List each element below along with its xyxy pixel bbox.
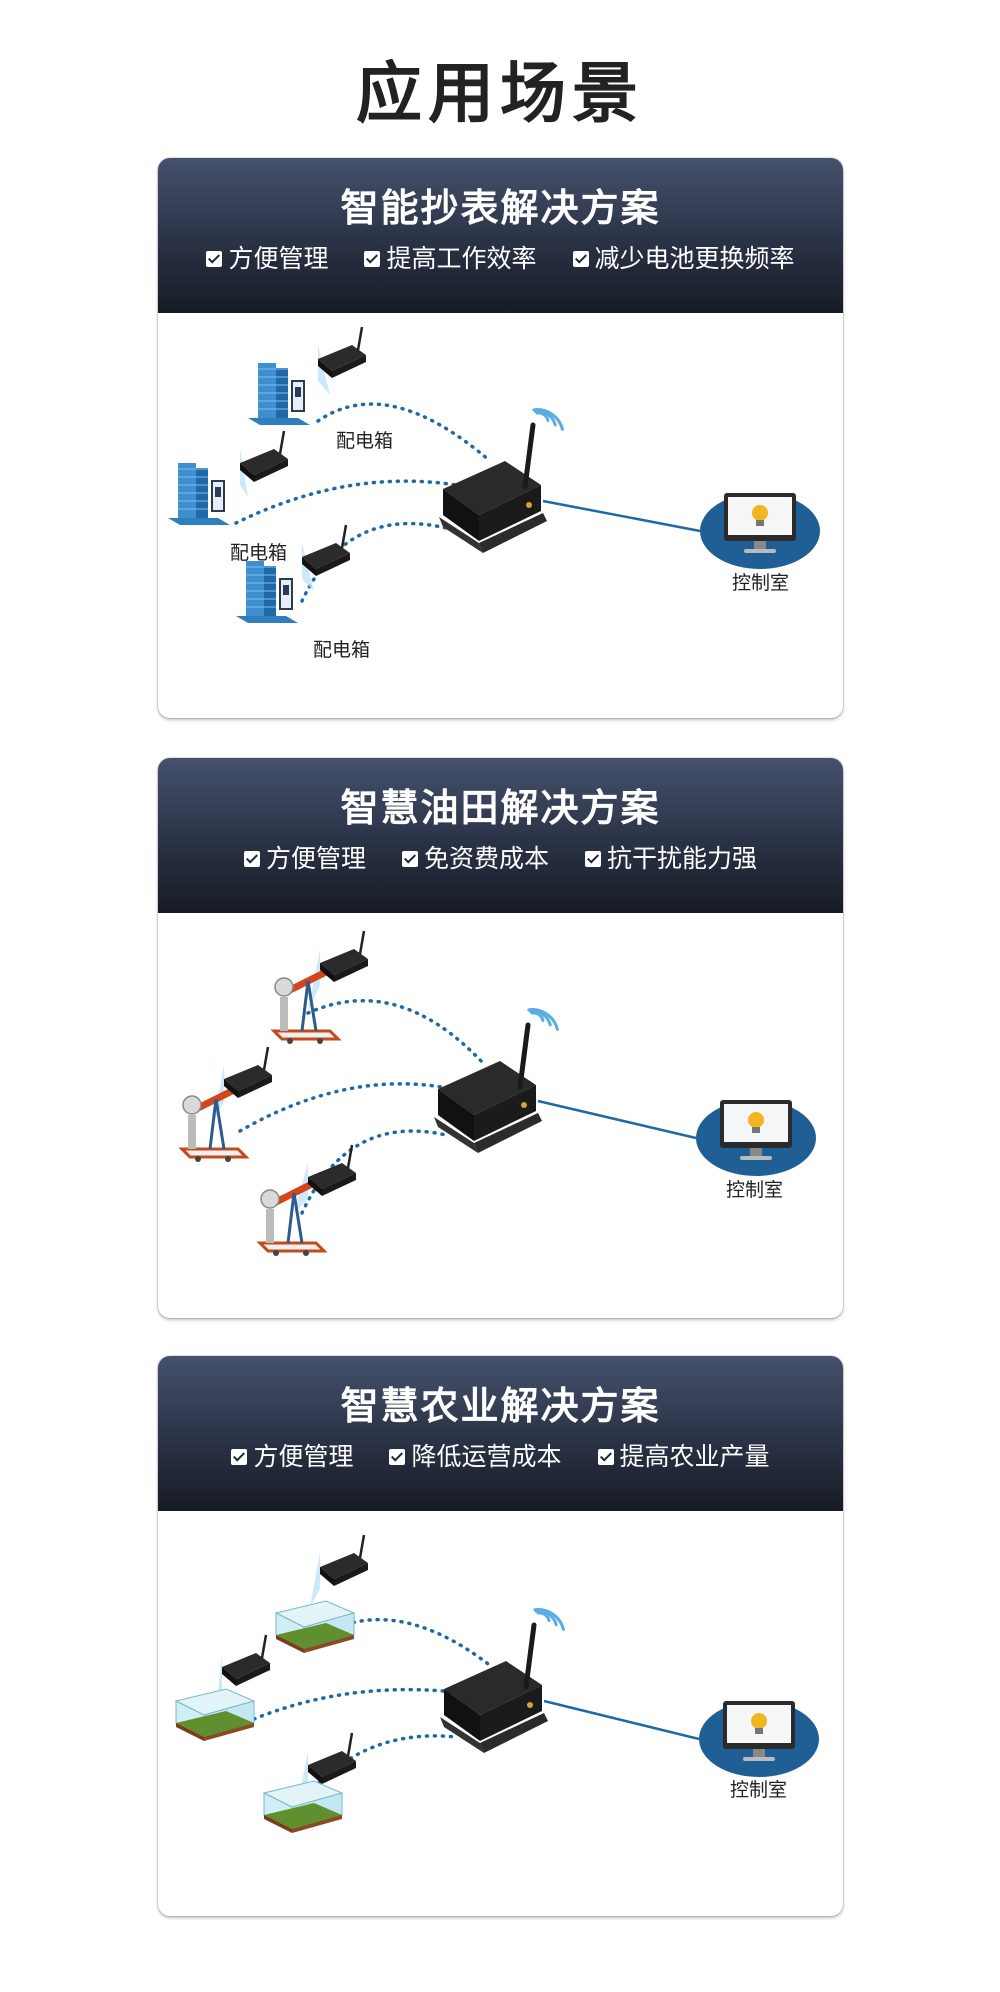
feature-item: 提高工作效率 — [364, 244, 537, 274]
radio-module-icon — [240, 430, 288, 482]
solution-card-meter-reading: 智能抄表解决方案 方便管理 提高工作效率 减少电池更换频率 配电箱 配电箱 配电… — [158, 158, 843, 718]
feature-label: 提高工作效率 — [386, 244, 537, 273]
radio-module-icon — [320, 930, 368, 982]
link-path — [300, 521, 452, 603]
check-icon — [364, 251, 381, 267]
radio-module-icon — [318, 326, 366, 378]
signal-beam — [310, 1553, 320, 1607]
feature-list: 方便管理 免资费成本 抗干扰能力强 — [158, 844, 843, 874]
link-path — [252, 1687, 480, 1721]
feature-label: 抗干扰能力强 — [607, 844, 758, 873]
feature-label: 免资费成本 — [423, 844, 549, 873]
monitor-icon — [724, 493, 796, 553]
solution-card-agriculture: 智慧农业解决方案 方便管理 降低运营成本 提高农业产量 控制室 — [158, 1356, 843, 1916]
control-room-label: 控制室 — [726, 1179, 784, 1201]
feature-label: 方便管理 — [228, 244, 329, 273]
feature-list: 方便管理 降低运营成本 提高农业产量 — [158, 1442, 843, 1472]
building-icon — [236, 561, 298, 623]
meter-box-icon — [211, 480, 225, 512]
control-room-icon — [700, 493, 820, 569]
card-title: 智慧农业解决方案 — [340, 1384, 661, 1428]
radio-module-icon — [222, 1634, 270, 1686]
link-path — [300, 1129, 448, 1215]
wifi-signal-icon — [527, 1008, 559, 1031]
monitor-icon — [723, 1701, 795, 1761]
lightbulb-icon — [748, 1112, 764, 1133]
greenhouse-icon — [274, 1600, 356, 1653]
radio-module-icon — [302, 524, 350, 576]
card-title: 智能抄表解决方案 — [340, 186, 661, 230]
radio-module-icon — [224, 1046, 272, 1098]
wifi-signal-icon — [533, 1608, 565, 1631]
network-diagram: 控制室 — [158, 1511, 843, 1916]
feature-label: 方便管理 — [253, 1442, 354, 1471]
network-diagram: 控制室 — [158, 913, 843, 1318]
check-icon — [572, 251, 589, 267]
wired-link-line — [543, 1699, 700, 1741]
check-icon — [389, 1449, 406, 1465]
solution-card-oilfield: 智慧油田解决方案 方便管理 免资费成本 抗干扰能力强 控制室 — [158, 758, 843, 1318]
site-label: 配电箱 — [230, 542, 288, 564]
feature-label: 减少电池更换频率 — [594, 244, 795, 273]
wired-link-line — [537, 1099, 697, 1140]
radio-module-icon — [320, 1534, 368, 1586]
card-header: 智慧农业解决方案 方便管理 降低运营成本 提高农业产量 — [158, 1356, 843, 1511]
network-diagram: 配电箱 配电箱 配电箱 控制室 — [158, 313, 843, 718]
radio-module-icon — [308, 1732, 356, 1784]
building-icon — [168, 463, 230, 525]
meter-box-icon — [291, 380, 305, 412]
greenhouse-icon — [174, 1688, 256, 1741]
link-path — [306, 999, 485, 1065]
feature-label: 方便管理 — [265, 844, 366, 873]
check-icon — [597, 1449, 614, 1465]
feature-item: 降低运营成本 — [389, 1442, 562, 1472]
card-header: 智能抄表解决方案 方便管理 提高工作效率 减少电池更换频率 — [158, 158, 843, 313]
check-icon — [231, 1449, 248, 1465]
feature-item: 减少电池更换频率 — [572, 244, 795, 274]
lightbulb-icon — [752, 505, 768, 526]
check-icon — [585, 851, 601, 867]
link-path — [316, 402, 492, 463]
gateway-router-icon — [439, 408, 564, 553]
lightbulb-icon — [751, 1713, 767, 1734]
feature-item: 抗干扰能力强 — [585, 844, 757, 874]
wired-link-line — [542, 499, 701, 533]
control-room-icon — [696, 1100, 816, 1176]
building-icon — [248, 363, 310, 425]
oil-pump-jack-icon — [270, 962, 342, 1044]
control-room-label: 控制室 — [730, 1779, 788, 1801]
site-label: 配电箱 — [313, 639, 371, 661]
radio-module-icon — [308, 1144, 356, 1196]
feature-list: 方便管理 提高工作效率 减少电池更换频率 — [158, 244, 843, 274]
signal-beam — [218, 1653, 222, 1695]
control-room-icon — [699, 1701, 819, 1777]
control-room-label: 控制室 — [732, 572, 790, 594]
feature-item: 方便管理 — [206, 244, 328, 274]
feature-item: 方便管理 — [231, 1442, 353, 1472]
page-title: 应用场景 — [356, 55, 644, 132]
card-header: 智慧油田解决方案 方便管理 免资费成本 抗干扰能力强 — [158, 758, 843, 913]
gateway-router-icon — [434, 1008, 559, 1153]
monitor-icon — [720, 1100, 792, 1160]
greenhouse-icon — [262, 1780, 344, 1833]
link-path — [336, 1617, 494, 1669]
feature-item: 提高农业产量 — [597, 1442, 770, 1472]
check-icon — [206, 251, 223, 267]
feature-label: 降低运营成本 — [411, 1442, 562, 1471]
feature-label: 提高农业产量 — [619, 1442, 770, 1471]
link-path — [234, 479, 480, 525]
check-icon — [243, 851, 260, 867]
site-label: 配电箱 — [336, 430, 394, 452]
feature-item: 免资费成本 — [401, 844, 549, 874]
gateway-router-icon — [440, 1608, 565, 1753]
wifi-signal-icon — [532, 408, 564, 431]
link-path — [238, 1082, 472, 1133]
feature-item: 方便管理 — [243, 844, 366, 874]
diagram-art — [168, 326, 820, 623]
check-icon — [401, 851, 418, 867]
card-title: 智慧油田解决方案 — [340, 786, 661, 830]
meter-box-icon — [279, 578, 293, 610]
diagram-art — [178, 930, 816, 1256]
diagram-art — [174, 1534, 819, 1833]
